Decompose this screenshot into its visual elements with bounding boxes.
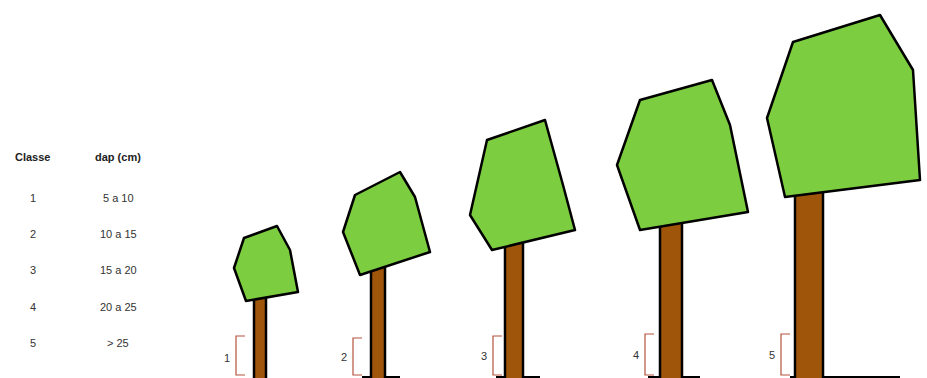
class-number: 3	[30, 264, 36, 277]
column-header: Classe	[15, 151, 50, 164]
height-brackets	[236, 334, 790, 375]
dap-range: 20 a 25	[100, 301, 137, 314]
dap-range: 15 a 20	[100, 264, 137, 277]
class-number: 1	[30, 192, 36, 205]
callout-number: 4	[633, 349, 639, 362]
tree-4	[617, 80, 748, 378]
tree-1	[234, 226, 298, 378]
class-number: 4	[30, 301, 36, 314]
callout-number: 2	[341, 351, 347, 364]
class-number: 5	[30, 337, 36, 350]
tree-3	[470, 120, 575, 378]
dap-range: 10 a 15	[100, 228, 137, 241]
dap-range: > 25	[107, 337, 129, 350]
dap-range: 5 a 10	[103, 192, 134, 205]
tree-5	[767, 15, 920, 378]
callout-number: 1	[224, 352, 230, 365]
class-number: 2	[30, 228, 36, 241]
callout-number: 5	[769, 349, 775, 362]
callout-number: 3	[481, 350, 487, 363]
column-header: dap (cm)	[95, 151, 141, 164]
tree-2	[343, 172, 430, 378]
